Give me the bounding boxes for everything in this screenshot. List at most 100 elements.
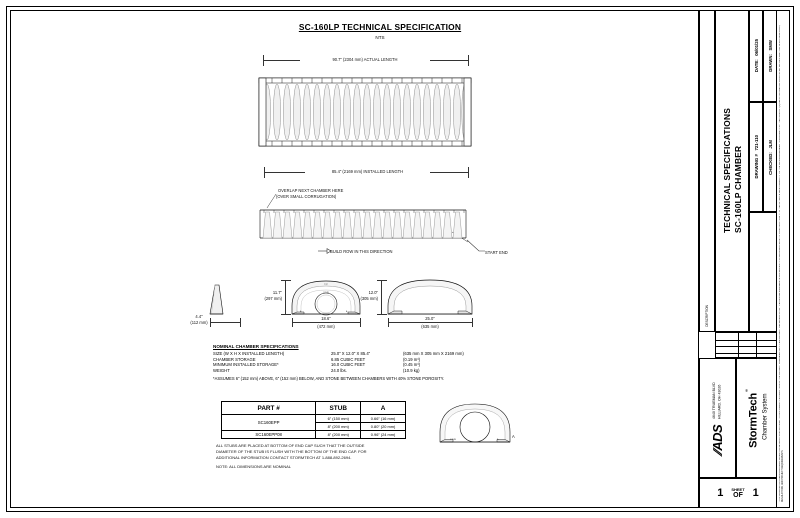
table-row: SC160EPP 6" (150 mm) 0.66" (16 mm) bbox=[220, 414, 406, 431]
stub-note-line-2: DIAMETER OF THE STUB IS FLUSH WITH THE B… bbox=[216, 448, 367, 454]
ads-address: 4640 TRUEMAN BLVD HILLIARD, OH 43026 bbox=[712, 382, 723, 419]
drawing-title-line-2: SC-160LP CHAMBER bbox=[732, 146, 743, 234]
endcap-width-mm: (112 mm) bbox=[190, 320, 208, 325]
legal-disclaimer-text: THIS DRAWING HAS BEEN PREPARED BASED ON … bbox=[779, 24, 784, 502]
table-row: SIZE (W X H X INSTALLED LENGTH) 25.0" X … bbox=[213, 351, 513, 357]
spec-metric: (10.9 kg) bbox=[403, 368, 420, 374]
svg-text:A: A bbox=[346, 310, 348, 313]
checked-by-field: CHECKED: JLM bbox=[763, 102, 777, 212]
date-value: 06/01/25 bbox=[753, 39, 759, 57]
revision-description-label: DESCRIPTION bbox=[705, 305, 709, 327]
sheet-number: 1 bbox=[717, 487, 724, 499]
drawing-title-line-1: TECHNICAL SPECIFICATIONS bbox=[721, 108, 732, 234]
build-direction-note: BUILD ROW IN THIS DIRECTION bbox=[330, 249, 393, 254]
endcap-sec-width-inches: 18.6" bbox=[305, 316, 347, 322]
spec-value: 25.0" X 12.0" X 85.4" bbox=[331, 350, 371, 356]
svg-text:STUB: STUB bbox=[323, 292, 329, 294]
spec-value: 6.85 CUBIC FEET bbox=[331, 356, 366, 362]
chamber-height-dim-line bbox=[381, 280, 382, 314]
ads-address-line-2: HILLIARD, OH 43026 bbox=[717, 384, 722, 419]
elev-dim-tick-right bbox=[468, 167, 469, 178]
cell-stub: 8" (200 mm) bbox=[315, 422, 362, 431]
cell-a: 0.66" (16 mm) bbox=[360, 414, 406, 423]
end-cap-detail-label-a: A bbox=[512, 434, 515, 439]
svg-text:A: A bbox=[497, 438, 499, 441]
spec-metric: (635 mm X 305 mm X 2169 mm) bbox=[403, 350, 464, 356]
nominal-chamber-specifications: NOMINAL CHAMBER SPECIFICATIONS SIZE (W X… bbox=[213, 344, 513, 374]
endcap-width-inches: 4.4" bbox=[195, 314, 203, 319]
cell-stub: 6" (150 mm) bbox=[315, 414, 362, 423]
svg-text:A: A bbox=[300, 310, 302, 313]
col-header-stub: STUB bbox=[315, 401, 362, 415]
endcap-width-dim-line bbox=[210, 322, 240, 323]
endcap-sec-width-tick-right bbox=[360, 318, 361, 327]
title-block: DESCRIPTION SC-160LP CHAMBER TECHNICAL S… bbox=[698, 10, 790, 508]
end-cap-detail-view: STUB A bbox=[439, 403, 511, 443]
checked-by-label: CHECKED: bbox=[767, 151, 773, 175]
spec-label: CHAMBER STORAGE bbox=[213, 356, 256, 362]
spec-label: SIZE (W X H X INSTALLED LENGTH) bbox=[213, 350, 285, 356]
stub-note-line-1: ALL STUBS ARE PLACED AT BOTTOM OF END CA… bbox=[216, 443, 365, 448]
chamber-width-tick-left bbox=[388, 318, 389, 327]
drawing-number-field: DRAWING # 721-110 bbox=[749, 102, 763, 212]
revision-row bbox=[716, 339, 776, 341]
endcap-height-mm: (297 mm) bbox=[264, 296, 282, 301]
specifications-heading: NOMINAL CHAMBER SPECIFICATIONS bbox=[213, 344, 299, 349]
drawing-title-cell: SC-160LP CHAMBER TECHNICAL SPECIFICATION… bbox=[715, 10, 749, 332]
endcap-sec-width-dim-line bbox=[292, 322, 360, 323]
svg-text:STUB: STUB bbox=[450, 439, 456, 441]
sheet-border-outer bbox=[6, 6, 794, 512]
ads-address-line-1: 4640 TRUEMAN BLVD bbox=[712, 381, 717, 419]
sheet-total: 1 bbox=[752, 487, 759, 499]
elev-dim-tick-left bbox=[264, 167, 265, 178]
chamber-section-view bbox=[387, 279, 473, 315]
ads-logo: ∕∕ADS bbox=[710, 424, 725, 455]
spec-metric: (0.19 m³) bbox=[403, 356, 420, 362]
chamber-height-tick-bot bbox=[377, 314, 387, 315]
endcap-sec-width-mm: (472 mm) bbox=[317, 324, 335, 329]
endcap-height-tick-top bbox=[281, 280, 291, 281]
endcap-width-tick-left bbox=[210, 318, 211, 327]
col-header-part: PART # bbox=[220, 401, 317, 415]
spec-value: 16.0 CUBIC FEET bbox=[331, 362, 366, 368]
registered-mark: ® bbox=[744, 388, 750, 394]
stormtech-logo: StormTech bbox=[747, 393, 760, 448]
page-title: SC-160LP TECHNICAL SPECIFICATION bbox=[298, 22, 462, 32]
table-header-row: PART # STUB A bbox=[220, 401, 406, 415]
spec-metric: (0.45 m³) bbox=[403, 362, 420, 368]
end-cap-section-view: TYP STUB A A bbox=[291, 280, 361, 316]
overlap-note-line-2: (OVER SMALL CORRUGATION) bbox=[276, 194, 337, 199]
chamber-width-inches: 25.0" bbox=[409, 316, 451, 322]
date-label: DATE: bbox=[753, 59, 759, 73]
sheet-of-label: OF bbox=[733, 492, 743, 499]
revision-row bbox=[716, 352, 776, 354]
dimension-note: NOTE: ALL DIMENSIONS ARE NOMINAL bbox=[216, 464, 291, 469]
drawn-by-label: DRAWN: bbox=[767, 54, 773, 72]
checked-by-value: JLM bbox=[767, 139, 773, 149]
revision-grid bbox=[715, 332, 777, 359]
chamber-elevation-view bbox=[259, 209, 467, 239]
revision-row bbox=[716, 346, 776, 347]
drawing-number-value: 721-110 bbox=[753, 135, 759, 151]
chamber-height-inches: 12.0" bbox=[368, 290, 378, 295]
date-field: DATE: 06/01/25 bbox=[749, 10, 763, 102]
endcap-width-tick-right bbox=[240, 318, 241, 327]
cell-part-number: SC160EPP08 bbox=[220, 430, 317, 439]
revision-col-div-1 bbox=[738, 333, 739, 359]
drawn-by-value: SMW bbox=[767, 40, 773, 51]
chamber-width-tick-right bbox=[472, 318, 473, 327]
start-end-leader bbox=[466, 239, 485, 252]
page-title-group: SC-160LP TECHNICAL SPECIFICATION NTS bbox=[170, 22, 590, 40]
chamber-plan-view bbox=[258, 77, 472, 147]
col-header-a: A bbox=[360, 401, 406, 415]
table-row: SC160EPP08 8" (200 mm) 0.96" (24 mm) bbox=[220, 430, 406, 439]
stormtech-logo-cell: StormTech® Chamber System bbox=[736, 358, 777, 478]
plan-dimension-label: 90.7" (2304 mm) ACTUAL LENGTH bbox=[300, 56, 430, 63]
build-direction-arrow-icon bbox=[318, 248, 332, 254]
scale-note: NTS bbox=[375, 35, 385, 40]
ads-logo-cell: ∕∕ADS 4640 TRUEMAN BLVD HILLIARD, OH 430… bbox=[699, 358, 736, 478]
drawing-number-label: DRAWING # bbox=[753, 154, 759, 179]
table-row: WEIGHT 24.0 lbs. (10.9 kg) bbox=[213, 368, 513, 374]
legal-disclaimer: THIS DRAWING HAS BEEN PREPARED BASED ON … bbox=[779, 16, 791, 502]
endcap-sec-width-tick-left bbox=[292, 318, 293, 327]
